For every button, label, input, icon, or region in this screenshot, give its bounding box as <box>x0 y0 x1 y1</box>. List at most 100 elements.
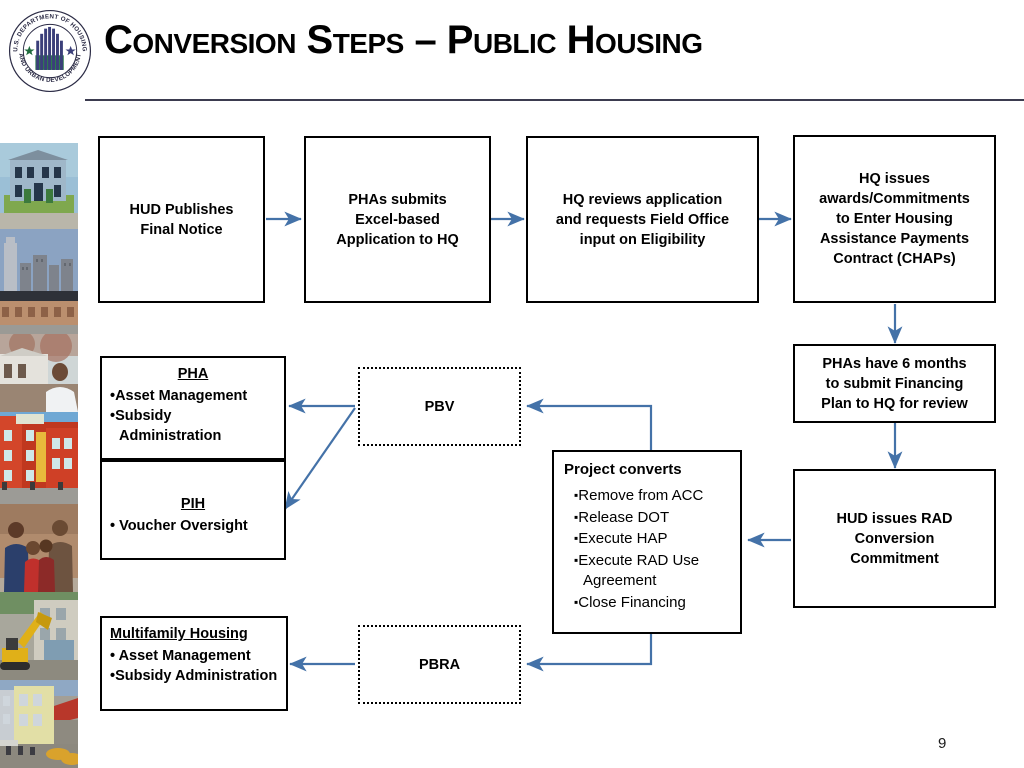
box-hq-reviews-line-3: input on Eligibility <box>579 231 706 248</box>
square-bullet-icon: ▪ <box>574 594 579 609</box>
list-item-label: Asset Management <box>118 648 251 664</box>
box-sixmonths-line-2: to submit Financing <box>825 375 964 392</box>
list-item-label: Release DOT <box>578 508 670 526</box>
box-chaps-line-4: Assistance Payments <box>819 231 970 247</box>
box-phas-submits-line-2: Excel-based <box>355 211 440 228</box>
two-story-blue-house-image <box>0 143 78 229</box>
child-center <box>24 541 43 592</box>
slide-header: U.S. DEPARTMENT OF HOUSING AND URBAN DEV… <box>0 0 1024 104</box>
title-divider <box>85 99 1024 101</box>
list-item: ▪Remove from ACC <box>574 485 730 507</box>
list-item: •Subsidy Administration <box>110 666 278 686</box>
arrow-pbv-to-pih <box>284 407 356 510</box>
box-hud-publishes-line-1: HUD Publishes <box>129 201 234 218</box>
list-item-label: Close Financing <box>578 593 686 611</box>
arrow-projectconverts-to-pbra <box>526 634 653 672</box>
person-figure <box>46 363 78 412</box>
box-multifamily-title: Multifamily Housing <box>110 626 248 642</box>
photo-city-skyline-rowhouses <box>0 229 78 334</box>
photo-strip <box>0 143 78 768</box>
page-number: 9 <box>938 735 947 752</box>
box-project-converts-title: Project converts <box>564 461 682 478</box>
box-radcommit-line-2: Conversion <box>854 530 935 547</box>
box-sixmonths-line-3: Plan to HQ for review <box>821 395 968 412</box>
box-pbv[interactable]: PBV <box>358 367 521 446</box>
dot-bullet-icon: • <box>110 668 116 684</box>
box-hud-publishes-final-notice[interactable]: HUD Publishes Final Notice <box>98 136 265 303</box>
box-hq-reviews-line-1: HQ reviews application <box>562 191 723 208</box>
list-item-label: Subsidy Administration <box>115 408 222 444</box>
list-item-label: Remove from ACC <box>578 487 704 504</box>
box-pbra-label: PBRA <box>418 656 461 673</box>
photo-excavator-demolition <box>0 592 78 680</box>
photo-two-story-blue-house <box>0 143 78 229</box>
box-hq-reviews-application[interactable]: HQ reviews application and requests Fiel… <box>526 136 759 303</box>
list-item-label: Execute HAP <box>578 530 668 547</box>
square-bullet-icon: ▪ <box>574 488 579 502</box>
list-item-label: Voucher Oversight <box>119 518 248 534</box>
box-phas-submits-application[interactable]: PHAs submits Excel-based Application to … <box>304 136 491 303</box>
red-apartment-building-image <box>0 412 78 504</box>
box-hud-publishes-line-2: Final Notice <box>140 221 223 238</box>
box-phas-six-months-financing-plan[interactable]: PHAs have 6 months to submit Financing P… <box>793 344 996 423</box>
box-hq-reviews-line-2: and requests Field Office <box>555 211 730 228</box>
box-chaps-line-1: HQ issues <box>859 171 930 187</box>
man-outside-home-image <box>0 334 78 412</box>
square-bullet-icon: ▪ <box>574 509 579 524</box>
photo-red-apartment-building <box>0 412 78 504</box>
box-chaps-line-2: awards/Commitments <box>819 191 970 207</box>
list-item: ▪Close Financing <box>574 592 730 614</box>
arrow-projectconverts-to-pbv <box>526 398 653 450</box>
box-phas-submits-line-3: Application to HQ <box>336 231 459 248</box>
box-hud-issues-rad-conversion-commitment[interactable]: HUD issues RAD Conversion Commitment <box>793 469 996 608</box>
list-item-label: Execute RAD Use Agreement <box>578 551 700 590</box>
list-item-label: Subsidy Administration <box>115 668 278 684</box>
dot-bullet-icon: • <box>110 388 116 404</box>
box-sixmonths-line-1: PHAs have 6 months <box>822 355 967 372</box>
box-pih-title: PIH <box>180 496 206 512</box>
box-phas-submits-line-1: PHAs submits <box>348 191 447 208</box>
hud-seal-icon: U.S. DEPARTMENT OF HOUSING AND URBAN DEV… <box>8 9 92 93</box>
pih-list: • Voucher Oversight <box>110 516 276 536</box>
list-item: ▪Release DOT <box>574 507 730 529</box>
family-portrait-image <box>0 504 78 592</box>
project-converts-list: ▪Remove from ACC ▪Release DOT ▪Execute H… <box>574 485 730 613</box>
box-radcommit-line-3: Commitment <box>850 550 939 567</box>
mixed-use-storefront-image <box>0 680 78 768</box>
square-bullet-icon: ▪ <box>574 531 579 545</box>
box-project-converts[interactable]: Project converts ▪Remove from ACC ▪Relea… <box>552 450 742 634</box>
box-pha[interactable]: PHA •Asset Management •Subsidy Administr… <box>100 356 286 460</box>
box-multifamily-housing[interactable]: Multifamily Housing • Asset Management •… <box>100 616 288 711</box>
list-item: •Asset Management <box>110 386 276 406</box>
photo-family-portrait <box>0 504 78 592</box>
list-item: ▪Execute HAP <box>574 528 730 550</box>
box-pha-title: PHA <box>177 366 209 382</box>
child-right <box>38 539 55 592</box>
box-pbra[interactable]: PBRA <box>358 625 521 704</box>
hud-seal-logo: U.S. DEPARTMENT OF HOUSING AND URBAN DEV… <box>7 8 93 94</box>
excavator <box>0 612 52 670</box>
adult-left <box>4 522 29 592</box>
photo-mixed-use-storefront <box>0 680 78 768</box>
box-pih[interactable]: PIH • Voucher Oversight <box>100 460 286 560</box>
list-item: •Subsidy Administration <box>110 406 276 446</box>
multifamily-list: • Asset Management •Subsidy Administrati… <box>110 646 278 686</box>
pha-list: •Asset Management •Subsidy Administratio… <box>110 386 276 446</box>
list-item: • Asset Management <box>110 646 278 666</box>
page-title: Conversion Steps – Public Housing <box>104 18 703 62</box>
dot-bullet-icon: • <box>110 648 119 664</box>
photo-man-outside-home <box>0 334 78 412</box>
dot-bullet-icon: • <box>110 408 116 424</box>
box-radcommit-line-1: HUD issues RAD <box>836 510 953 527</box>
excavator-demolition-image <box>0 592 78 680</box>
box-chaps-line-3: to Enter Housing <box>836 211 953 227</box>
list-item-label: Asset Management <box>115 388 248 404</box>
city-skyline-rowhouses-image <box>0 229 78 334</box>
box-pbv-label: PBV <box>424 398 455 415</box>
dot-bullet-icon: • <box>110 518 120 534</box>
box-chaps-line-5: Contract (CHAPs) <box>833 251 956 267</box>
square-bullet-icon: ▪ <box>574 552 579 567</box>
list-item: ▪Execute RAD Use Agreement <box>574 550 730 592</box>
box-hq-issues-chaps[interactable]: HQ issues awards/Commitments to Enter Ho… <box>793 135 996 303</box>
list-item: • Voucher Oversight <box>110 516 276 536</box>
